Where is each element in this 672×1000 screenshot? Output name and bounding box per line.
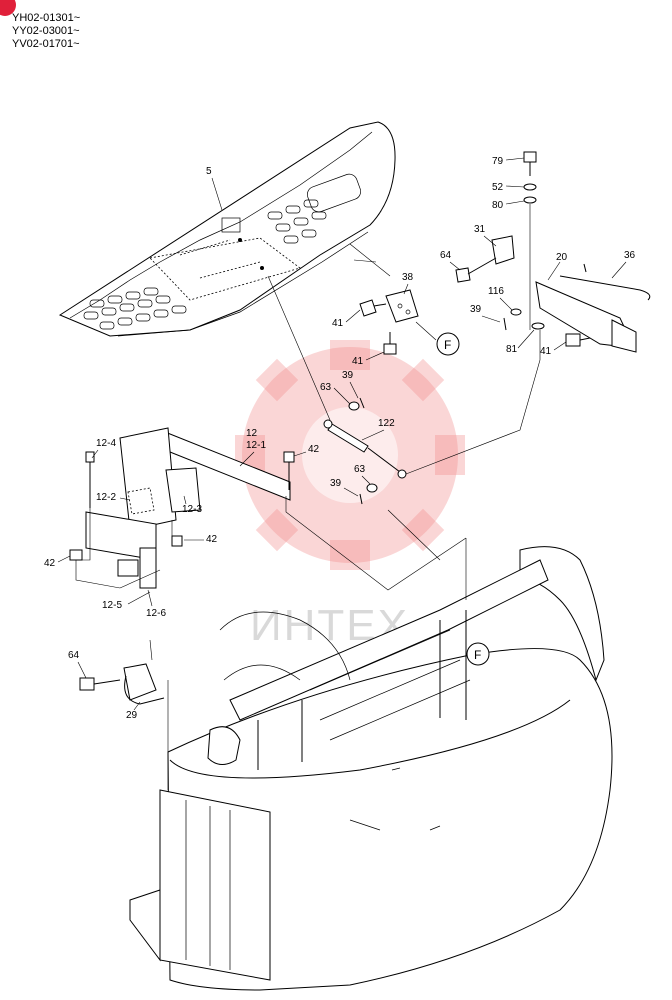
gas-spring bbox=[323, 397, 407, 505]
reference-mark-f-bottom: F bbox=[466, 642, 490, 666]
grab-handle bbox=[79, 663, 165, 705]
hood-cover-part bbox=[58, 121, 396, 337]
callout-42-c: 42 bbox=[44, 558, 56, 569]
callout-63-top: 63 bbox=[320, 382, 332, 393]
callout-20: 20 bbox=[556, 252, 568, 263]
bolt-icon bbox=[383, 332, 397, 355]
callout-80: 80 bbox=[492, 200, 504, 211]
callout-12-1: 12-1 bbox=[246, 440, 266, 451]
callout-42-a: 42 bbox=[308, 444, 320, 455]
callout-64-top: 64 bbox=[440, 250, 452, 261]
callout-122: 122 bbox=[378, 418, 395, 429]
callout-38: 38 bbox=[402, 272, 414, 283]
callout-12-3: 12-3 bbox=[182, 504, 202, 515]
hood-vent-slots bbox=[83, 199, 327, 330]
assembly-connection-lines bbox=[75, 243, 541, 790]
serial-number-block: YH02-01301~ YY02-03001~ YV02-01701~ bbox=[12, 12, 80, 51]
callout-labels: 5 79 52 80 31 20 36 64 116 39 38 41 41 4… bbox=[44, 156, 636, 721]
callout-12: 12 bbox=[246, 428, 258, 439]
machine-body bbox=[129, 546, 613, 991]
callout-41-a: 41 bbox=[332, 318, 344, 329]
callout-36: 36 bbox=[624, 250, 636, 261]
svg-text:F: F bbox=[444, 338, 451, 352]
callout-12-4: 12-4 bbox=[96, 438, 116, 449]
bolt-icon bbox=[359, 299, 387, 317]
serial-number-1: YH02-01301~ bbox=[12, 12, 81, 24]
callout-41-b: 41 bbox=[352, 356, 364, 367]
serial-number-3: YV02-01701~ bbox=[12, 38, 80, 50]
svg-text:F: F bbox=[474, 648, 481, 662]
callout-12-6: 12-6 bbox=[146, 608, 166, 619]
callout-39-bottom: 39 bbox=[330, 478, 342, 489]
lock-bracket-assembly bbox=[455, 235, 651, 353]
callout-29: 29 bbox=[126, 710, 138, 721]
callout-79: 79 bbox=[492, 156, 504, 167]
callout-42-b: 42 bbox=[206, 534, 218, 545]
serial-number-2: YY02-03001~ bbox=[12, 25, 80, 37]
corner-marker-icon bbox=[0, 0, 16, 16]
callout-41-c: 41 bbox=[540, 346, 552, 357]
callout-116: 116 bbox=[488, 286, 504, 297]
left-bracket-assembly bbox=[69, 427, 295, 589]
reference-mark-f-top: F bbox=[415, 321, 460, 356]
callout-12-2: 12-2 bbox=[96, 492, 116, 503]
callout-39-right: 39 bbox=[470, 304, 482, 315]
callout-52: 52 bbox=[492, 182, 504, 193]
callout-39-mid: 39 bbox=[342, 370, 354, 381]
callout-31: 31 bbox=[474, 224, 486, 235]
callout-63-bottom: 63 bbox=[354, 464, 366, 475]
callout-12-5: 12-5 bbox=[102, 600, 122, 611]
callout-5: 5 bbox=[206, 166, 212, 177]
watermark-gear-icon bbox=[235, 340, 465, 570]
callout-81: 81 bbox=[506, 344, 518, 355]
hinge-bracket bbox=[385, 289, 419, 323]
callout-64-bottom: 64 bbox=[68, 650, 80, 661]
